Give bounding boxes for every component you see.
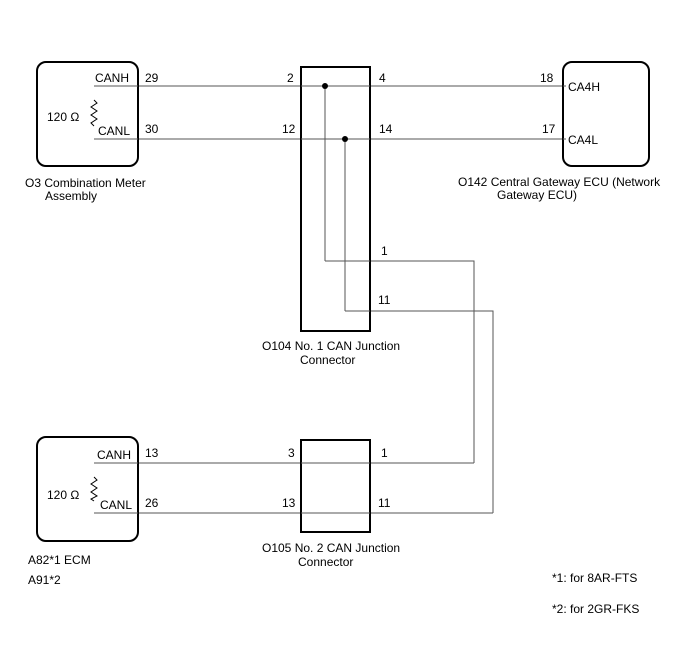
j1-pin-branch-1: 1 — [381, 244, 388, 258]
j2-title-line1: O105 No. 2 CAN Junction — [262, 541, 400, 555]
footnote-1: *1: for 8AR-FTS — [552, 571, 637, 585]
junction-2-box — [300, 439, 371, 533]
j1-name: No. 1 CAN Junction — [295, 339, 400, 353]
gw-ca4l-label: CA4L — [568, 133, 598, 147]
j1-title-line1: O104 No. 1 CAN Junction — [262, 339, 400, 353]
j2-pin-left-top: 3 — [288, 446, 295, 460]
j1-pin-left-top: 2 — [287, 71, 294, 85]
gw-ca4h-label: CA4H — [568, 80, 600, 94]
j2-pin-left-bottom: 13 — [282, 496, 296, 510]
meter-title-line1: O3 Combination Meter — [25, 176, 146, 190]
meter-canl-pin: 30 — [145, 122, 159, 136]
gw-name: Central Gateway ECU (Network — [491, 175, 661, 189]
ecm-canl-pin: 26 — [145, 496, 159, 510]
junction-dot-canh — [322, 83, 328, 89]
ecm-title-line1: A82*1 ECM — [28, 553, 91, 567]
j1-pin-right-bottom: 14 — [379, 122, 393, 136]
ecm-canh-label: CANH — [97, 448, 131, 462]
ecm-code1: A82*1 — [28, 553, 61, 567]
meter-canh-pin: 29 — [145, 71, 159, 85]
j1-title-line2: Connector — [300, 353, 355, 367]
ecm-code2: A91*2 — [28, 573, 61, 587]
footnote-2: *2: for 2GR-FKS — [552, 602, 639, 616]
junction-1-box — [300, 66, 371, 332]
ecm-canh-pin: 13 — [145, 446, 159, 460]
meter-name: Combination Meter — [44, 176, 145, 190]
junction-internal-wires — [94, 85, 566, 514]
combination-meter-box — [36, 61, 139, 167]
j2-pin-right-top: 1 — [381, 446, 388, 460]
j2-code: O105 — [262, 541, 292, 555]
j1-pin-left-bottom: 12 — [282, 122, 296, 136]
gw-title-line1: O142 Central Gateway ECU (Network — [458, 175, 661, 189]
gw-title-line2: Gateway ECU) — [497, 188, 577, 202]
gw-ca4h-pin: 18 — [540, 71, 554, 85]
meter-canl-label: CANL — [98, 124, 130, 138]
j2-pin-right-bottom: 11 — [378, 496, 391, 510]
ecm-canl-label: CANL — [100, 498, 132, 512]
gw-code: O142 — [458, 175, 488, 189]
meter-code: O3 — [25, 176, 41, 190]
ecm-resistor-value: 120 Ω — [47, 488, 79, 502]
j1-pin-right-top: 4 — [379, 71, 386, 85]
meter-title-line2: Assembly — [45, 189, 97, 203]
gw-ca4l-pin: 17 — [542, 122, 556, 136]
junction-dot-canl — [342, 136, 348, 142]
j1-code: O104 — [262, 339, 292, 353]
ecm-resistor-icon — [90, 476, 98, 502]
gateway-ecu-box — [562, 61, 650, 167]
meter-resistor-icon — [90, 99, 98, 127]
meter-canh-label: CANH — [95, 71, 129, 85]
j1-pin-branch-11: 11 — [378, 293, 391, 307]
ecm-name: ECM — [64, 553, 91, 567]
j2-title-line2: Connector — [298, 555, 353, 569]
meter-resistor-value: 120 Ω — [47, 110, 79, 124]
j2-name: No. 2 CAN Junction — [295, 541, 400, 555]
